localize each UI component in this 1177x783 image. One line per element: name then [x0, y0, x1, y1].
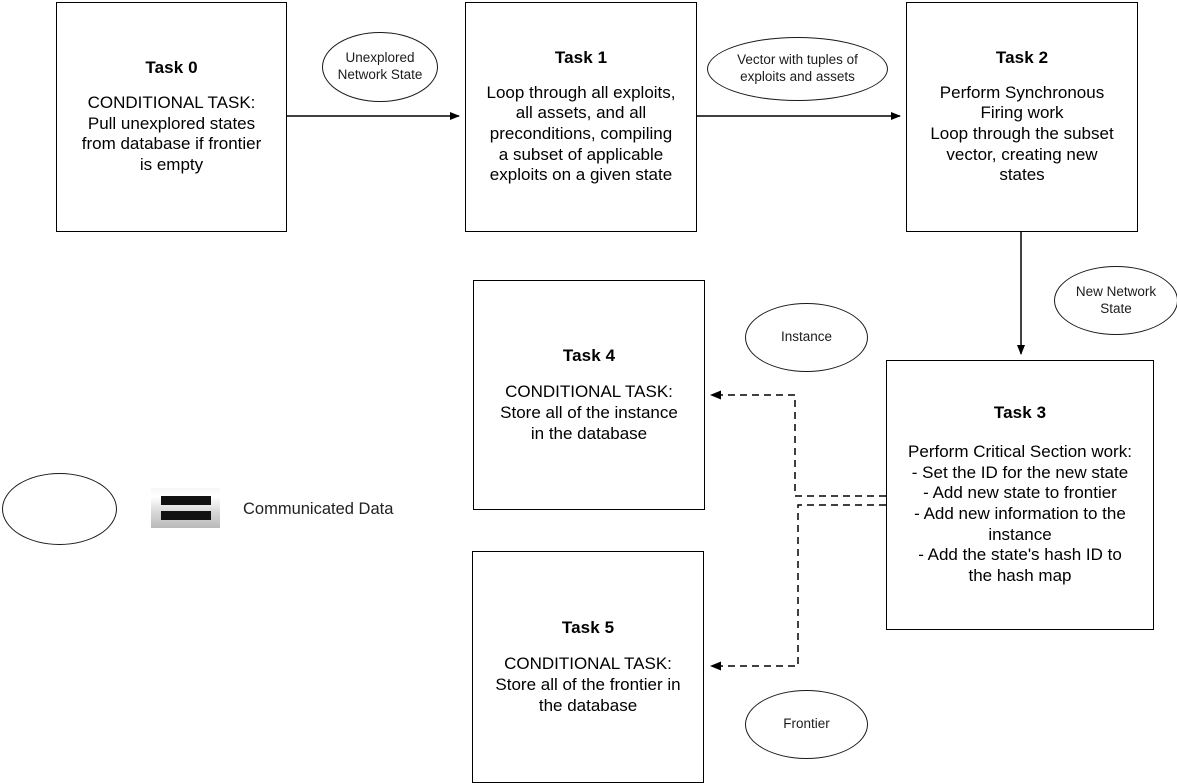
data-label-vector-tuples: Vector with tuples of exploits and asset… [707, 37, 888, 101]
legend-label: Communicated Data [243, 500, 394, 518]
node-task-3-body: Perform Critical Section work: - Set the… [908, 441, 1132, 586]
node-task-2-title: Task 2 [995, 47, 1049, 67]
node-task-4-title: Task 4 [562, 345, 616, 365]
node-task-0[interactable]: Task 0 CONDITIONAL TASK: Pull unexplored… [56, 2, 287, 232]
node-task-1-body: Loop through all exploits, all assets, a… [486, 82, 676, 185]
node-task-3-title: Task 3 [993, 403, 1047, 423]
data-label-frontier: Frontier [745, 690, 868, 759]
data-label-unexplored-network-state: Unexplored Network State [322, 32, 438, 102]
node-task-0-title: Task 0 [145, 58, 198, 78]
node-task-4-body: CONDITIONAL TASK: Store all of the insta… [500, 382, 678, 443]
node-task-0-body: CONDITIONAL TASK: Pull unexplored states… [81, 92, 262, 175]
node-task-1-title: Task 1 [554, 47, 608, 67]
edge-task3-to-task5 [710, 504, 886, 671]
node-task-5-body: CONDITIONAL TASK: Store all of the front… [495, 654, 681, 715]
legend-ellipse-shape [2, 473, 117, 545]
node-task-3[interactable]: Task 3 Perform Critical Section work: - … [886, 360, 1154, 630]
equals-icon-bar-bottom [160, 511, 211, 520]
equals-icon-bar-top [160, 496, 211, 505]
node-task-2-body: Perform Synchronous Firing work Loop thr… [930, 82, 1114, 185]
node-task-5[interactable]: Task 5 CONDITIONAL TASK: Store all of th… [472, 551, 704, 783]
data-label-instance: Instance [745, 303, 868, 372]
node-task-2[interactable]: Task 2 Perform Synchronous Firing work L… [906, 2, 1138, 232]
edge-task3-to-task4 [710, 390, 886, 497]
node-task-5-title: Task 5 [561, 617, 615, 637]
equals-icon [151, 488, 220, 528]
node-task-4[interactable]: Task 4 CONDITIONAL TASK: Store all of th… [473, 280, 705, 510]
node-task-1[interactable]: Task 1 Loop through all exploits, all as… [465, 2, 697, 232]
data-label-new-network-state: New Network State [1054, 266, 1177, 335]
